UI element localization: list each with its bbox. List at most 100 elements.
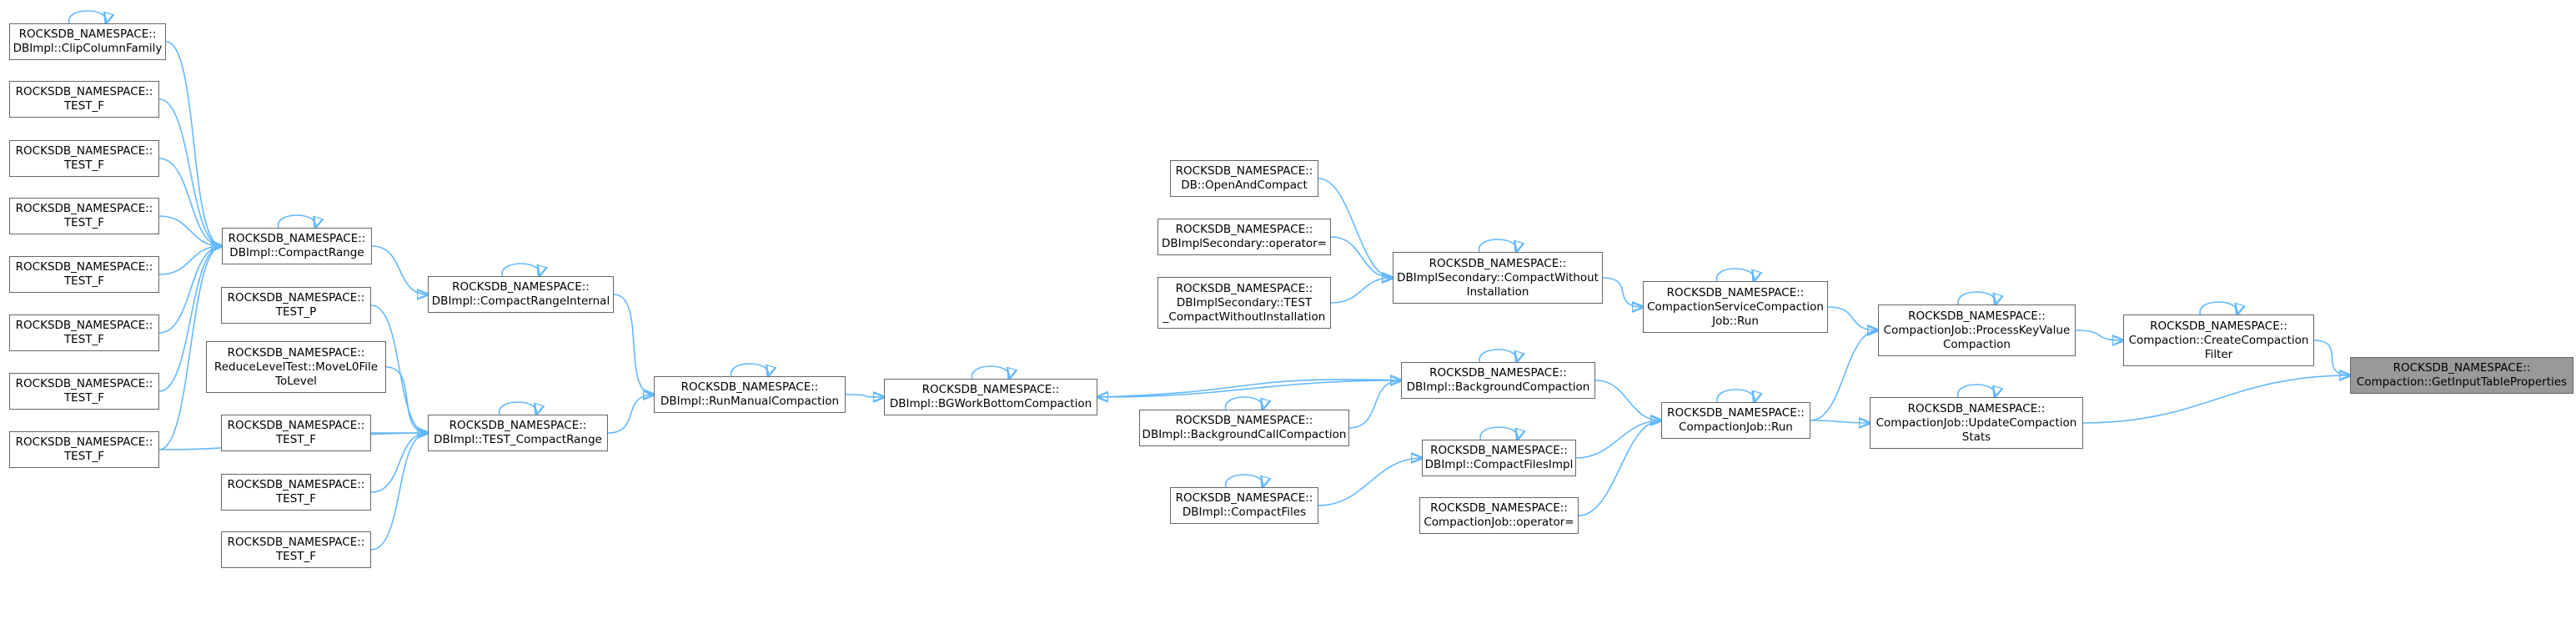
graph-node-label: ROCKSDB_NAMESPACE:: TEST_F (227, 478, 365, 506)
self-loop-edge (1225, 474, 1263, 487)
self-loop-edge (1479, 239, 1517, 252)
call-edge (2082, 375, 2350, 424)
self-loop-edge (972, 365, 1010, 379)
graph-node-n5[interactable]: ROCKSDB_NAMESPACE:: CompactionJob::Run (1661, 402, 1810, 439)
graph-node-label: ROCKSDB_NAMESPACE:: DBImpl::BGWorkBottom… (889, 383, 1092, 410)
graph-node-n23[interactable]: ROCKSDB_NAMESPACE:: TEST_F (221, 474, 371, 511)
graph-node-label: ROCKSDB_NAMESPACE:: DB::OpenAndCompact (1175, 164, 1313, 192)
call-edge (1318, 458, 1422, 506)
self-loop-edge (1716, 268, 1755, 281)
graph-node-n0[interactable]: ROCKSDB_NAMESPACE:: Compaction::GetInput… (2350, 357, 2573, 394)
call-edge (371, 245, 428, 294)
graph-node-n8[interactable]: ROCKSDB_NAMESPACE:: DBImpl::CompactFiles… (1422, 440, 1576, 476)
call-edge (2313, 340, 2350, 375)
graph-node-n21[interactable]: ROCKSDB_NAMESPACE:: ReduceLevelTest::Mov… (206, 341, 386, 393)
graph-node-label: ROCKSDB_NAMESPACE:: DBImpl::BackgroundCo… (1406, 366, 1590, 394)
call-edge (1330, 278, 1393, 304)
graph-node-n31[interactable]: ROCKSDB_NAMESPACE:: TEST_F (9, 373, 159, 410)
call-edge (158, 98, 222, 246)
call-edge (1097, 380, 1401, 398)
graph-node-n27[interactable]: ROCKSDB_NAMESPACE:: TEST_F (9, 140, 159, 177)
graph-node-label: ROCKSDB_NAMESPACE:: DBImpl::CompactFiles… (1424, 444, 1574, 471)
graph-node-label: ROCKSDB_NAMESPACE:: TEST_F (15, 319, 153, 346)
call-edge (607, 395, 654, 434)
self-loop-edge (1957, 384, 1996, 397)
graph-node-n7[interactable]: ROCKSDB_NAMESPACE:: DBImpl::BackgroundCo… (1401, 362, 1595, 399)
graph-node-n4[interactable]: ROCKSDB_NAMESPACE:: CompactionServiceCom… (1643, 281, 1828, 333)
graph-node-n13[interactable]: ROCKSDB_NAMESPACE:: DBImpl::BGWorkBottom… (884, 379, 1097, 415)
graph-node-label: ROCKSDB_NAMESPACE:: CompactionJob::Run (1667, 406, 1805, 434)
graph-node-label: ROCKSDB_NAMESPACE:: DBImpl::CompactRange (228, 232, 366, 259)
graph-node-label: ROCKSDB_NAMESPACE:: CompactionJob::opera… (1424, 501, 1574, 529)
graph-node-n2[interactable]: ROCKSDB_NAMESPACE:: CompactionJob::Proce… (1878, 304, 2076, 356)
call-edge (370, 433, 428, 551)
graph-node-n14[interactable]: ROCKSDB_NAMESPACE:: DBImpl::BackgroundCa… (1139, 410, 1349, 446)
graph-node-n28[interactable]: ROCKSDB_NAMESPACE:: TEST_F (9, 198, 159, 234)
call-edge (385, 366, 428, 433)
call-edge (845, 395, 884, 397)
call-edge (370, 433, 428, 493)
graph-node-label: ROCKSDB_NAMESPACE:: TEST_F (227, 536, 365, 563)
call-edge (1810, 330, 1878, 421)
call-edge (1348, 380, 1401, 429)
self-loop-edge (2199, 301, 2237, 314)
graph-node-label: ROCKSDB_NAMESPACE:: DBImplSecondary::ope… (1161, 223, 1328, 250)
graph-node-n16[interactable]: ROCKSDB_NAMESPACE:: DBImpl::RunManualCom… (654, 376, 846, 413)
graph-node-n18[interactable]: ROCKSDB_NAMESPACE:: DBImpl::TEST_Compact… (428, 415, 608, 451)
self-loop-edge (1225, 396, 1263, 410)
call-edge (1594, 380, 1661, 420)
graph-node-n22[interactable]: ROCKSDB_NAMESPACE:: TEST_F (221, 415, 371, 451)
graph-node-label: ROCKSDB_NAMESPACE:: TEST_F (15, 435, 153, 463)
graph-node-n3[interactable]: ROCKSDB_NAMESPACE:: CompactionJob::Updat… (1870, 397, 2083, 449)
self-loop-edge (731, 363, 769, 376)
self-loop-edge (501, 263, 540, 276)
graph-node-label: ROCKSDB_NAMESPACE:: DBImpl::ClipColumnFa… (13, 28, 163, 55)
graph-node-label: ROCKSDB_NAMESPACE:: ReduceLevelTest::Mov… (213, 345, 379, 388)
graph-node-label: ROCKSDB_NAMESPACE:: DBImplSecondary::TES… (1162, 281, 1326, 324)
graph-node-n11[interactable]: ROCKSDB_NAMESPACE:: DBImplSecondary::ope… (1157, 219, 1331, 255)
call-edge (1827, 306, 1878, 330)
graph-node-label: ROCKSDB_NAMESPACE:: CompactionJob::Updat… (1876, 401, 2077, 444)
call-edge (165, 41, 222, 246)
graph-node-label: ROCKSDB_NAMESPACE:: TEST_F (15, 260, 153, 288)
call-edge (158, 246, 222, 392)
graph-node-n9[interactable]: ROCKSDB_NAMESPACE:: CompactionJob::opera… (1419, 497, 1579, 534)
graph-node-label: ROCKSDB_NAMESPACE:: TEST_F (15, 85, 153, 113)
self-loop-edge (278, 214, 316, 228)
graph-node-n10[interactable]: ROCKSDB_NAMESPACE:: DB::OpenAndCompact (1170, 160, 1318, 197)
graph-node-n32[interactable]: ROCKSDB_NAMESPACE:: TEST_F (9, 431, 159, 468)
graph-node-label: ROCKSDB_NAMESPACE:: DBImpl::RunManualCom… (660, 380, 840, 408)
call-edge (158, 246, 222, 450)
graph-node-n29[interactable]: ROCKSDB_NAMESPACE:: TEST_F (9, 256, 159, 293)
self-loop-edge (499, 401, 537, 415)
graph-node-n25[interactable]: ROCKSDB_NAMESPACE:: DBImpl::ClipColumnFa… (9, 23, 166, 60)
graph-node-label: ROCKSDB_NAMESPACE:: DBImpl::BackgroundCa… (1142, 414, 1347, 441)
graph-node-n30[interactable]: ROCKSDB_NAMESPACE:: TEST_F (9, 314, 159, 351)
call-edge (1575, 420, 1661, 459)
graph-node-label: ROCKSDB_NAMESPACE:: DBImplSecondary::Com… (1397, 256, 1599, 299)
graph-node-label: ROCKSDB_NAMESPACE:: DBImpl::CompactFiles (1175, 491, 1313, 519)
self-loop-edge (1716, 389, 1755, 402)
graph-node-label: ROCKSDB_NAMESPACE:: Compaction::GetInput… (2356, 361, 2568, 389)
call-edge (613, 294, 654, 395)
call-edge (1602, 277, 1643, 307)
graph-node-n17[interactable]: ROCKSDB_NAMESPACE:: DBImpl::CompactRange… (428, 276, 614, 313)
graph-node-n26[interactable]: ROCKSDB_NAMESPACE:: TEST_F (9, 81, 159, 118)
call-edge (1578, 420, 1661, 516)
graph-node-label: ROCKSDB_NAMESPACE:: TEST_P (227, 291, 365, 319)
graph-node-n24[interactable]: ROCKSDB_NAMESPACE:: TEST_F (221, 531, 371, 568)
graph-node-n15[interactable]: ROCKSDB_NAMESPACE:: DBImpl::CompactFiles (1170, 487, 1318, 524)
graph-node-n6[interactable]: ROCKSDB_NAMESPACE:: DBImplSecondary::Com… (1393, 252, 1603, 304)
graph-node-n19[interactable]: ROCKSDB_NAMESPACE:: DBImpl::CompactRange (222, 228, 372, 264)
graph-node-label: ROCKSDB_NAMESPACE:: DBImpl::TEST_Compact… (434, 419, 602, 446)
self-loop-edge (1957, 291, 1996, 304)
graph-node-n12[interactable]: ROCKSDB_NAMESPACE:: DBImplSecondary::TES… (1157, 277, 1331, 329)
self-loop-edge (1479, 426, 1518, 440)
graph-node-n20[interactable]: ROCKSDB_NAMESPACE:: TEST_P (221, 287, 371, 324)
graph-node-n1[interactable]: ROCKSDB_NAMESPACE:: Compaction::CreateCo… (2123, 314, 2314, 366)
graph-node-label: ROCKSDB_NAMESPACE:: TEST_F (15, 377, 153, 405)
graph-node-label: ROCKSDB_NAMESPACE:: CompactionServiceCom… (1647, 285, 1824, 328)
self-loop-edge (1479, 349, 1517, 362)
